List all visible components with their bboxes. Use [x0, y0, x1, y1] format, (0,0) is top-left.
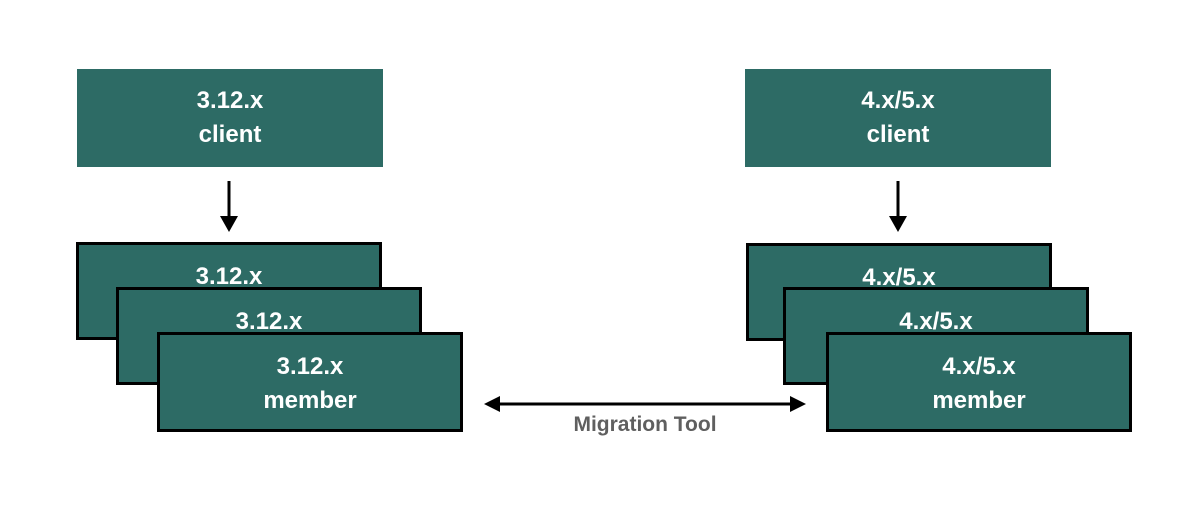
- migration-tool-label: Migration Tool: [573, 413, 717, 436]
- right-client-version: 4.x/5.x: [861, 87, 935, 114]
- left-member-middle-version: 3.12.x: [235, 308, 303, 335]
- left-client-version: 3.12.x: [196, 87, 264, 114]
- left-client-label: client: [198, 121, 262, 148]
- left-member-box-front: 3.12.x member: [157, 332, 463, 432]
- migration-double-arrow-icon: [484, 396, 806, 412]
- right-member-back-version: 4.x/5.x: [862, 264, 936, 291]
- left-member-front-version: 3.12.x: [276, 353, 344, 380]
- right-client-label: client: [866, 121, 930, 148]
- left-member-back-version: 3.12.x: [195, 263, 263, 290]
- right-down-arrow-icon: [889, 181, 907, 232]
- left-member-front-label: member: [263, 387, 357, 414]
- right-member-front-label: member: [932, 387, 1026, 414]
- right-client-box: 4.x/5.x client: [745, 69, 1051, 167]
- right-member-middle-version: 4.x/5.x: [899, 308, 973, 335]
- right-member-box-front: 4.x/5.x member: [826, 332, 1132, 432]
- left-down-arrow-icon: [220, 181, 238, 232]
- right-member-front-version: 4.x/5.x: [942, 353, 1016, 380]
- left-client-box: 3.12.x client: [77, 69, 383, 167]
